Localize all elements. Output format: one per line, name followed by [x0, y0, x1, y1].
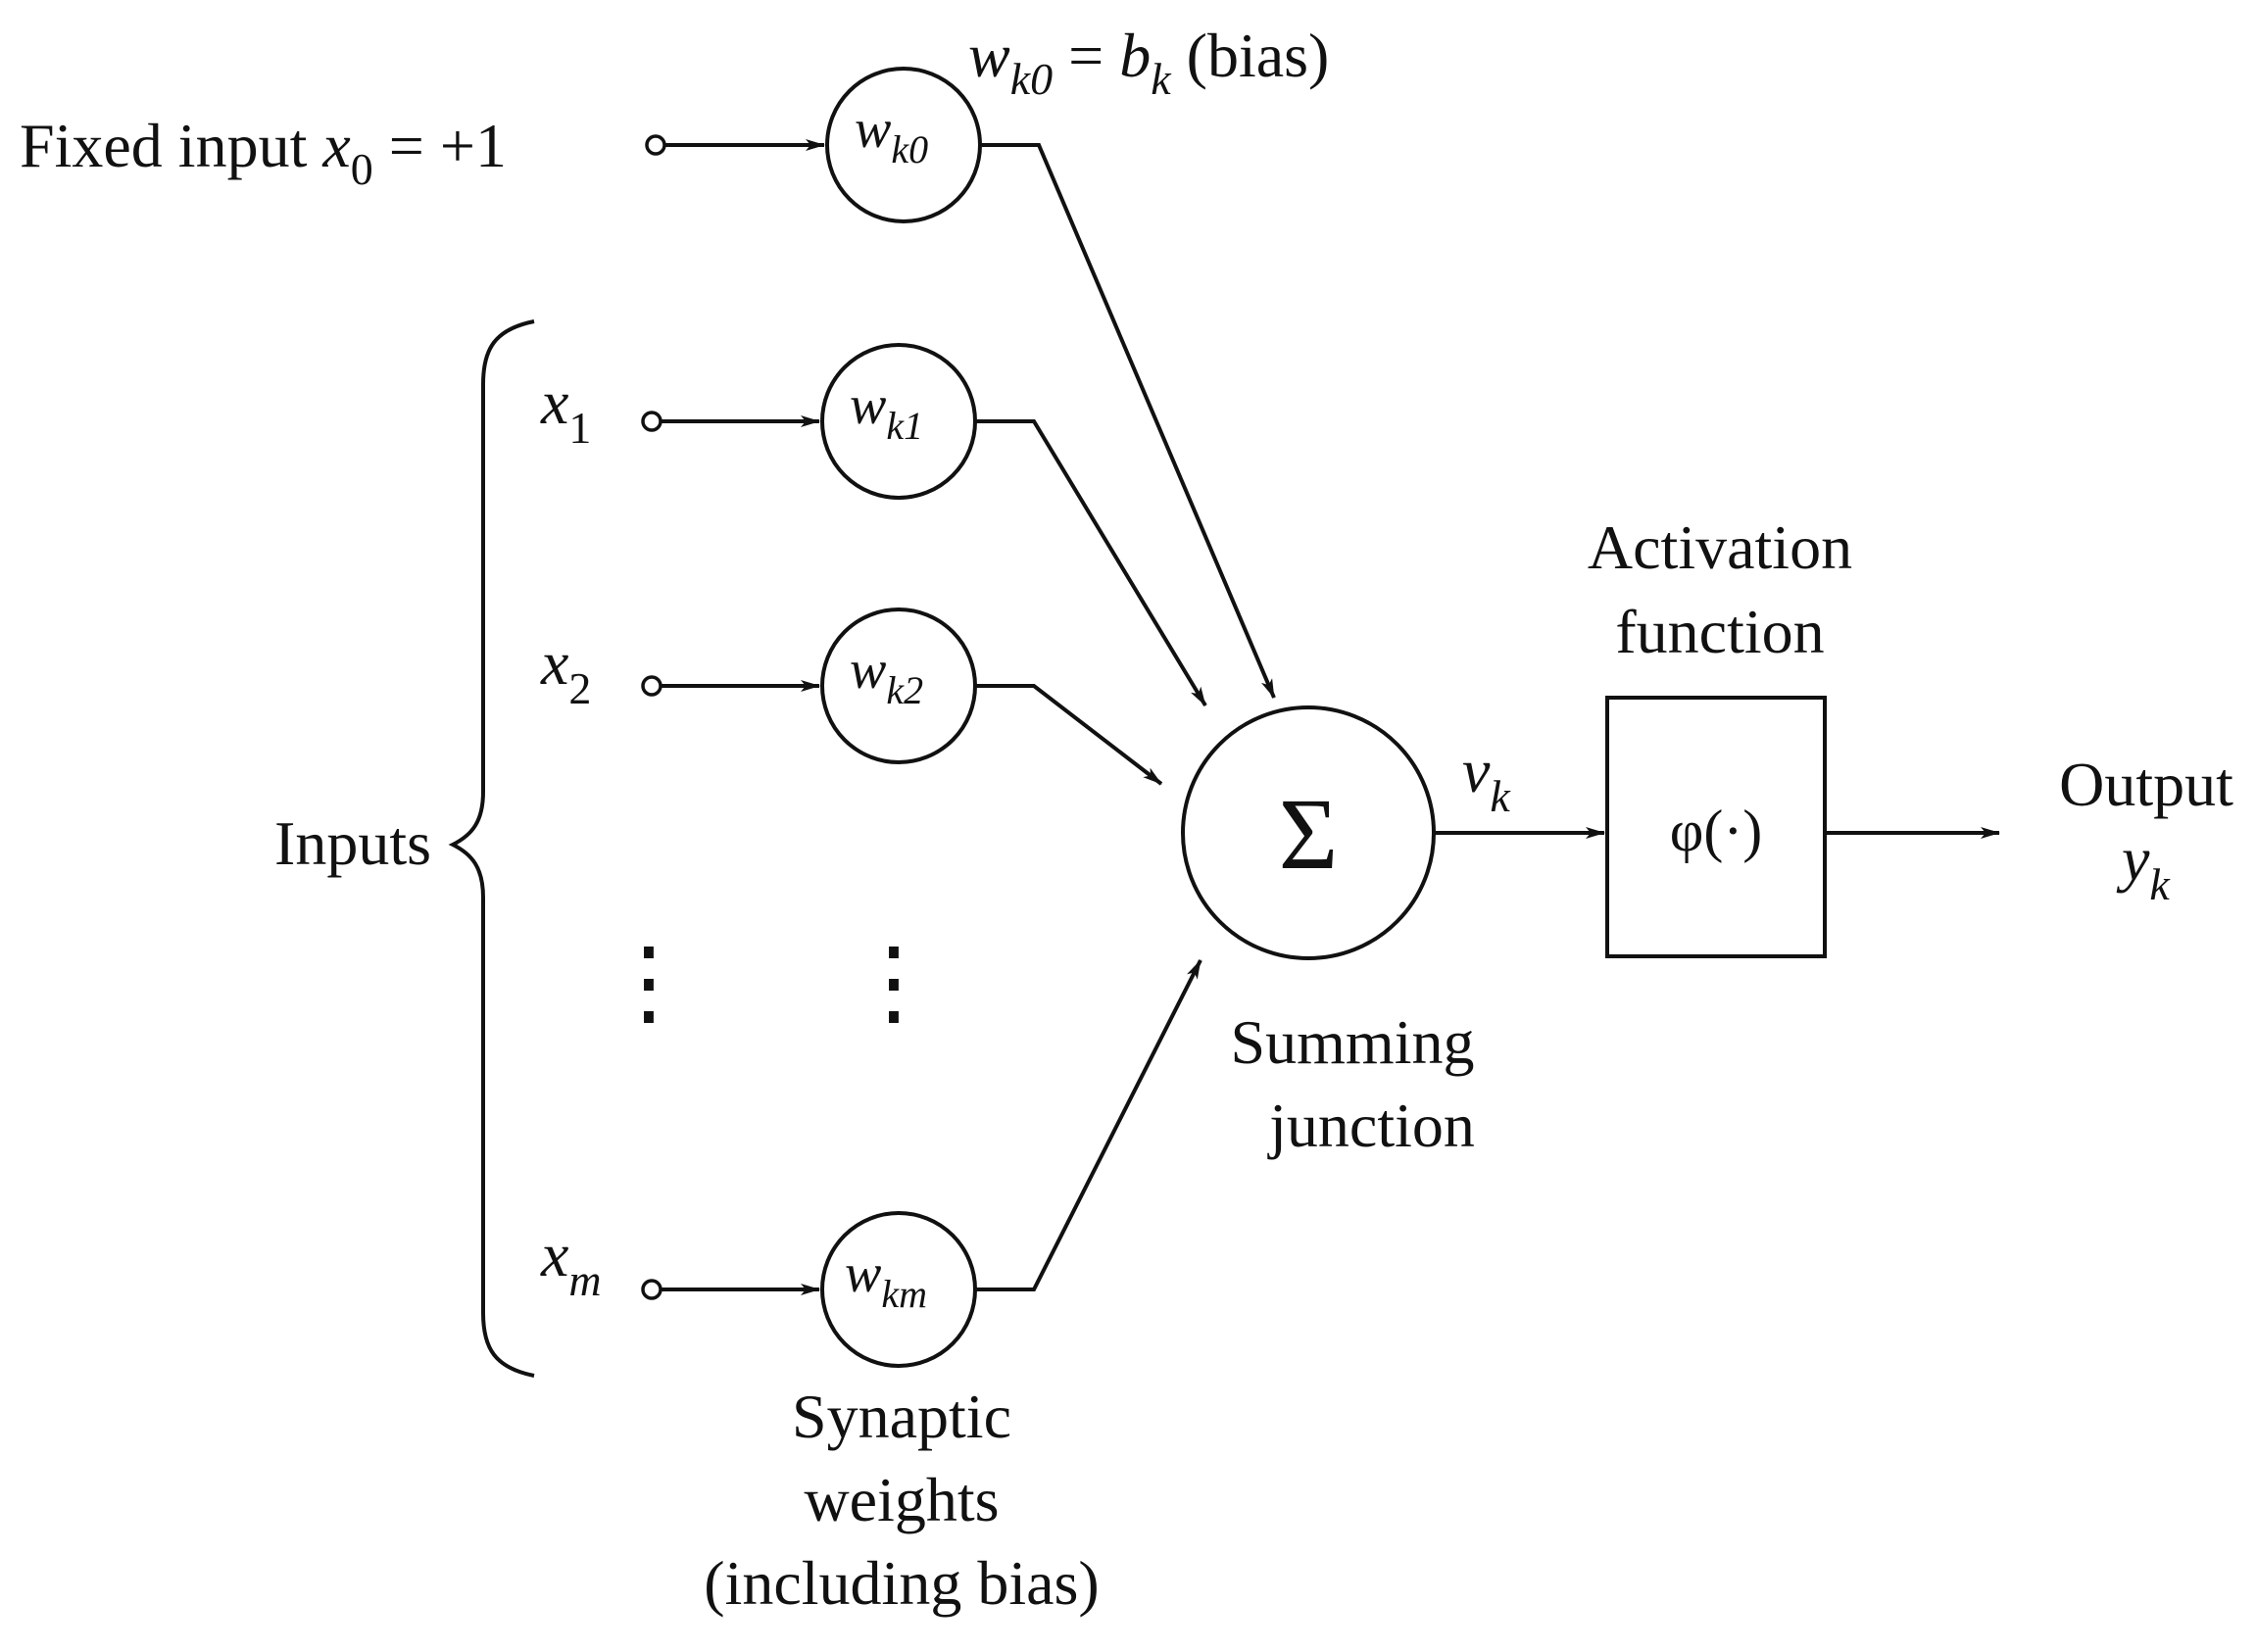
- activation-label-line2: function: [1615, 597, 1824, 666]
- weight-label-wkm: wkm: [845, 1243, 927, 1316]
- input-terminal-x1: [641, 411, 662, 432]
- activation-function-symbol: φ(·): [1670, 799, 1763, 863]
- connection-wkm-to-sum: [975, 959, 1202, 1291]
- weight-label-wk2: wk2: [850, 640, 923, 712]
- synaptic-label-line1: Synaptic: [792, 1382, 1011, 1451]
- bias-equation-label: wk0 = bk (bias): [968, 21, 1329, 104]
- activation-label-line1: Activation: [1588, 512, 1852, 582]
- input-ellipsis: ⋮: [602, 930, 696, 1035]
- weight-ellipsis: ⋮: [847, 930, 941, 1035]
- input-terminal-x0: [645, 134, 666, 156]
- output-label-var: yk: [2116, 824, 2171, 909]
- weight-label-wk1: wk1: [850, 375, 923, 448]
- output-label-line1: Output: [2059, 750, 2233, 819]
- summing-label-line2: junction: [1267, 1091, 1475, 1160]
- synaptic-label-line3: (including bias): [704, 1548, 1099, 1618]
- induced-field-label: vk: [1462, 736, 1511, 821]
- weight-label-wk0: wk0: [855, 99, 928, 171]
- input-terminal-x2: [641, 675, 662, 697]
- synaptic-label-line2: weights: [804, 1465, 999, 1534]
- sigma-symbol: Σ: [1279, 778, 1339, 891]
- input-label-xm: xm: [540, 1220, 602, 1305]
- summing-label-line1: Summing: [1231, 1007, 1475, 1077]
- connection-wk0-to-sum: [980, 143, 1276, 699]
- input-terminal-xm: [641, 1279, 662, 1300]
- input-label-x2: x2: [540, 628, 591, 713]
- connection-wk1-to-sum: [975, 419, 1207, 707]
- inputs-label: Inputs: [274, 808, 431, 878]
- connection-wk2-to-sum: [975, 684, 1163, 786]
- activation-function-box: [1605, 696, 1827, 958]
- input-label-x1: x1: [540, 367, 591, 453]
- fixed-input-label: Fixed input x0 = +1: [20, 111, 507, 194]
- inputs-brace: [448, 319, 535, 1378]
